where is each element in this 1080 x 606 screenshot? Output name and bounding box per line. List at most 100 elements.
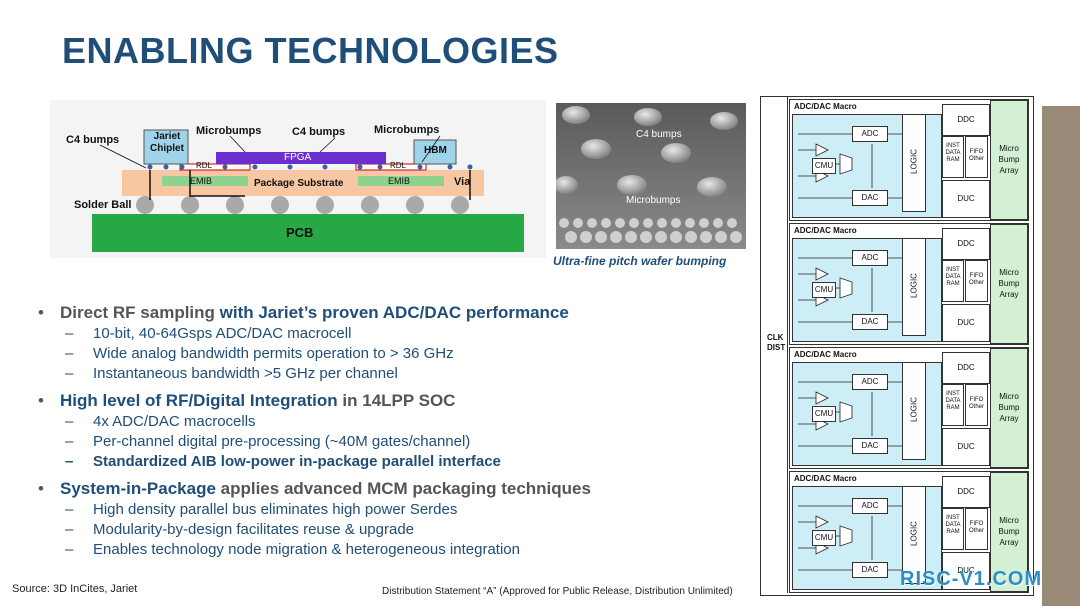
micro-bump-array-label: Micro Bump Array [998, 392, 1020, 423]
source-note: Source: 3D InCites, Jariet [12, 583, 138, 595]
bullet-text: System-in-Package applies advanced MCM p… [60, 478, 591, 500]
bullet-dot: • [38, 391, 44, 410]
hbm-label: HBM [424, 145, 447, 156]
micro-bump-array: Micro Bump Array [990, 348, 1028, 468]
bullet-dot: • [38, 479, 44, 498]
inst-data-ram-block: INST DATA RAM [942, 508, 964, 550]
bullet-text: Direct RF sampling with Jariet’s proven … [60, 302, 569, 324]
adc-block: ADC [852, 498, 888, 514]
ddc-block: DDC [942, 352, 990, 384]
fpga-label: FPGA [284, 152, 312, 163]
sub-bullet-dash: – [65, 413, 74, 430]
dac-block: DAC [852, 190, 888, 206]
sub-bullet-text: Wide analog bandwidth permits operation … [93, 345, 454, 362]
bullet-text: High level of RF/Digital Integration in … [60, 390, 455, 412]
sub-bullet-text: Instantaneous bandwidth >5 GHz per chann… [93, 365, 398, 382]
logic-block: LOGIC [902, 114, 926, 212]
cmu-block: CMU [812, 530, 836, 546]
bullet-dot: • [38, 303, 44, 322]
slide-title: ENABLING TECHNOLOGIES [62, 30, 559, 71]
sub-bullet-item: – Enables technology node migration & het… [38, 540, 738, 560]
microbumps-label-right: Microbumps [374, 124, 440, 136]
bullet-list: • Direct RF sampling with Jariet’s proven… [38, 296, 738, 560]
sub-bullet-text: High density parallel bus eliminates hig… [93, 501, 458, 518]
sub-bullet-dash: – [65, 325, 74, 342]
micro-bump-array-label: Micro Bump Array [998, 144, 1020, 175]
micro-bump-array: Micro Bump Array [990, 100, 1028, 220]
via-label: Via [454, 176, 471, 188]
macro-title: ADC/DAC Macro [794, 226, 857, 235]
bullet-text-part: Direct RF sampling [60, 303, 220, 322]
duc-block: DUC [942, 428, 990, 466]
fifo-other-block: FIFO Other [965, 508, 988, 550]
pcb-label: PCB [286, 225, 314, 240]
sub-bullet-text: Modularity-by-design facilitates reuse &… [93, 521, 414, 538]
distribution-statement: Distribution Statement “A” (Approved for… [382, 586, 733, 597]
sub-bullet-item: –High density parallel bus eliminates hi… [38, 500, 738, 520]
package-substrate-label: Package Substrate [254, 178, 344, 189]
solder-ball-label: Solder Ball [74, 199, 132, 211]
sub-bullet-dash: – [65, 453, 74, 470]
sub-bullet-item: –Modularity-by-design facilitates reuse … [38, 520, 738, 540]
fifo-other-block: FIFO Other [965, 260, 988, 302]
c4-bumps-label-mid: C4 bumps [292, 126, 346, 138]
sub-bullet-item: –Standardized AIB low-power in-package p… [38, 452, 738, 472]
fifo-other-block: FIFO Other [965, 384, 988, 426]
duc-block: DUC [942, 552, 990, 590]
inst-data-ram-block: INST DATA RAM [942, 136, 964, 178]
bullet-text-highlight: System-in-Package [60, 479, 221, 498]
sub-bullet-item: – Instantaneous bandwidth >5 GHz per chan… [38, 364, 738, 384]
macro-title: ADC/DAC Macro [794, 102, 857, 111]
dac-block: DAC [852, 562, 888, 578]
micro-bump-array-label: Micro Bump Array [998, 516, 1020, 547]
sub-bullet-text: Per-channel digital pre-processing (~40M… [93, 433, 471, 450]
bullet-text-part: applies advanced MCM packaging technique… [220, 479, 591, 498]
ddc-block: DDC [942, 104, 990, 136]
photo-microbumps-label: Microbumps [626, 195, 681, 206]
ddc-block: DDC [942, 228, 990, 260]
ddc-block: DDC [942, 476, 990, 508]
bullet-item: • System-in-Package applies advanced MCM … [38, 478, 738, 500]
package-cross-section-diagram: C4 bumps Jariet Chiplet Microbumps C4 bu… [50, 100, 546, 258]
sub-bullet-text: 4x ADC/DAC macrocells [93, 413, 256, 430]
sub-bullet-dash: – [65, 365, 74, 382]
duc-block: DUC [942, 304, 990, 342]
sub-bullet-dash: – [65, 541, 74, 558]
logic-label: LOGIC [909, 397, 919, 422]
clk-dist-label: CLK DIST [767, 333, 786, 352]
emib-label-right: EMIB [388, 176, 411, 186]
cmu-block: CMU [812, 282, 836, 298]
micro-bump-array-label: Micro Bump Array [998, 268, 1020, 299]
adc-block: ADC [852, 126, 888, 142]
macro-title: ADC/DAC Macro [794, 474, 857, 483]
logic-label: LOGIC [909, 273, 919, 298]
dac-block: DAC [852, 314, 888, 330]
logic-block: LOGIC [902, 238, 926, 336]
bullet-text-highlight: High level of RF/Digital Integration [60, 391, 343, 410]
fifo-other-block: FIFO Other [965, 136, 988, 178]
sub-bullet-dash: – [65, 345, 74, 362]
adc-block: ADC [852, 374, 888, 390]
rdl-label-left: RDL [196, 161, 213, 170]
adc-block: ADC [852, 250, 888, 266]
cmu-block: CMU [812, 158, 836, 174]
sub-bullet-item: –Per-channel digital pre-processing (~40… [38, 432, 738, 452]
sub-bullet-text: 10-bit, 40-64Gsps ADC/DAC macrocell [93, 325, 352, 342]
bullet-text-part: in 14LPP SOC [342, 391, 456, 410]
watermark: RISC-V1.COM [900, 568, 1043, 590]
rdl-label-right: RDL [390, 161, 407, 170]
jariet-chiplet-label: Jariet Chiplet [150, 131, 184, 154]
inst-data-ram-block: INST DATA RAM [942, 260, 964, 302]
wafer-bumping-photo: C4 bumps Microbumps [556, 103, 746, 249]
dac-block: DAC [852, 438, 888, 454]
logic-block: LOGIC [902, 362, 926, 460]
sub-bullet-text: Enables technology node migration & hete… [93, 541, 520, 558]
macro-title: ADC/DAC Macro [794, 350, 857, 359]
micro-bump-array: Micro Bump Array [990, 224, 1028, 344]
logic-block: LOGIC [902, 486, 926, 584]
decorative-side-bar [1042, 106, 1080, 606]
